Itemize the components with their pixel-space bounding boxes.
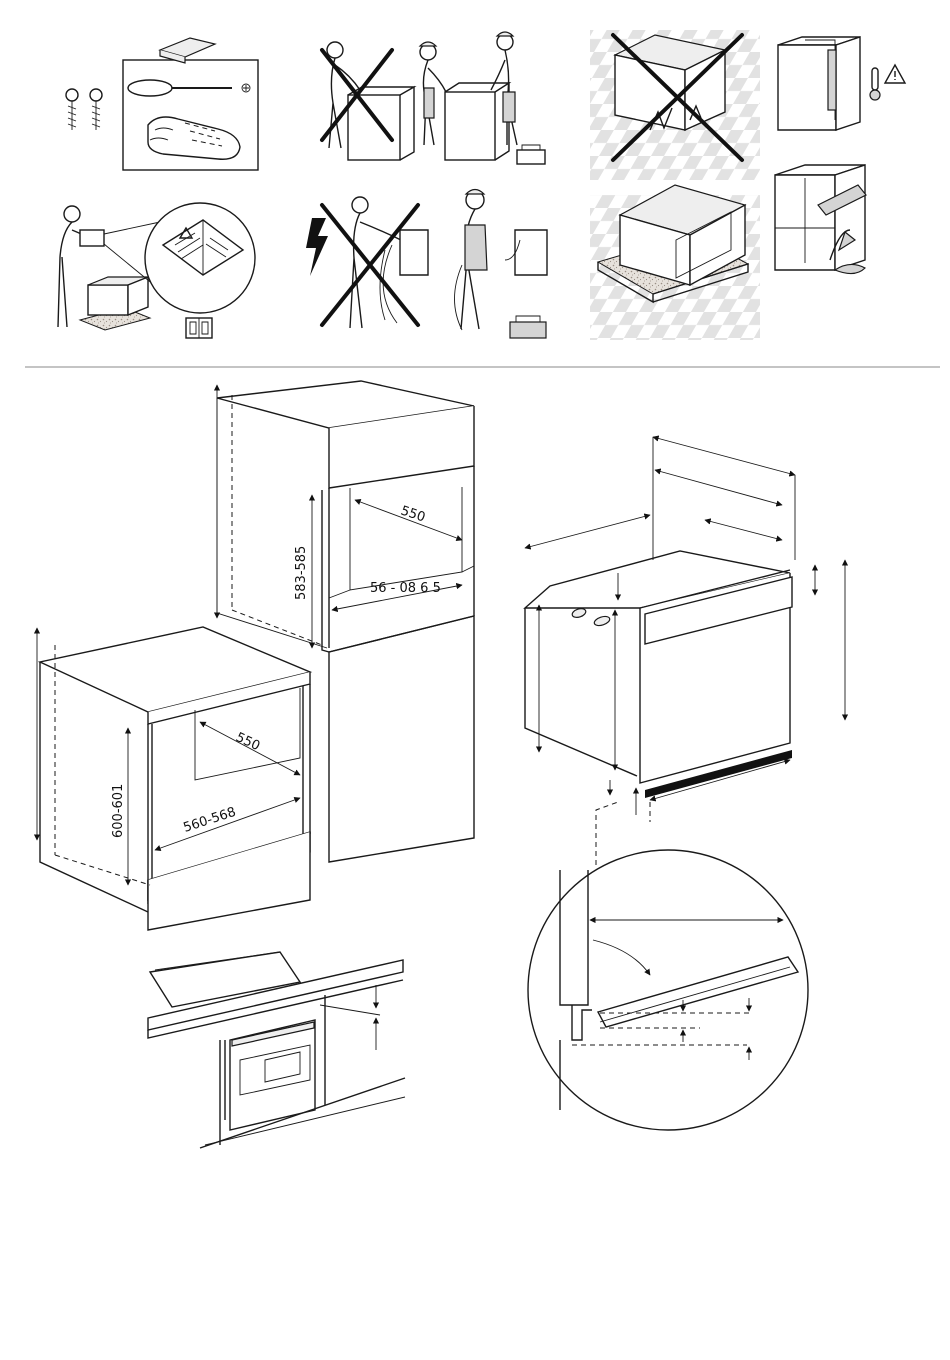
tools-panel <box>66 38 258 170</box>
gloves-icon <box>148 117 240 159</box>
column-niche-width-label: 56 - 08 6 5 <box>370 581 441 596</box>
under-counter-diagram: 600-601 550 560-568 <box>37 627 310 930</box>
under-counter-depth-label: 550 <box>233 730 262 754</box>
cleaning-cabinet <box>775 165 866 274</box>
oven-dimensions-diagram <box>525 437 845 865</box>
toolbox-icon <box>510 316 546 338</box>
under-counter-width-label: 560-568 <box>182 805 238 836</box>
door-clearance-detail <box>528 850 808 1130</box>
screwdriver-icon <box>128 80 250 96</box>
thermometer-icon <box>870 68 880 100</box>
warning-triangle-icon <box>885 65 905 83</box>
column-niche-height-label: 583-585 <box>294 546 309 600</box>
two-workers-lifting <box>420 32 545 164</box>
toolbox-icon <box>517 145 545 164</box>
open-book-icon <box>186 318 212 338</box>
read-manual-panel <box>58 203 255 338</box>
under-counter-height-label: 600-601 <box>111 784 126 838</box>
magnifier-detail-circle <box>528 850 808 1130</box>
clamp-icon <box>160 38 215 63</box>
single-person-lifting <box>322 42 414 160</box>
screws-icon <box>66 89 102 130</box>
column-niche-depth-label: 550 <box>399 504 427 526</box>
empty-cabinet <box>778 37 860 130</box>
small-oven-on-pallet <box>80 277 150 330</box>
lightning-bolt-icon <box>306 218 328 276</box>
cabinet-prep-panel <box>775 37 905 274</box>
countertop-install-diagram <box>148 952 405 1148</box>
lifting-panel <box>322 32 545 164</box>
electrician-worker <box>455 190 548 339</box>
person-touching-wires <box>322 197 428 328</box>
electrical-panel <box>306 190 547 339</box>
unpacking-panel <box>590 30 760 340</box>
column-cabinet-diagram: 583-585 550 56 - 08 6 5 <box>217 381 474 862</box>
